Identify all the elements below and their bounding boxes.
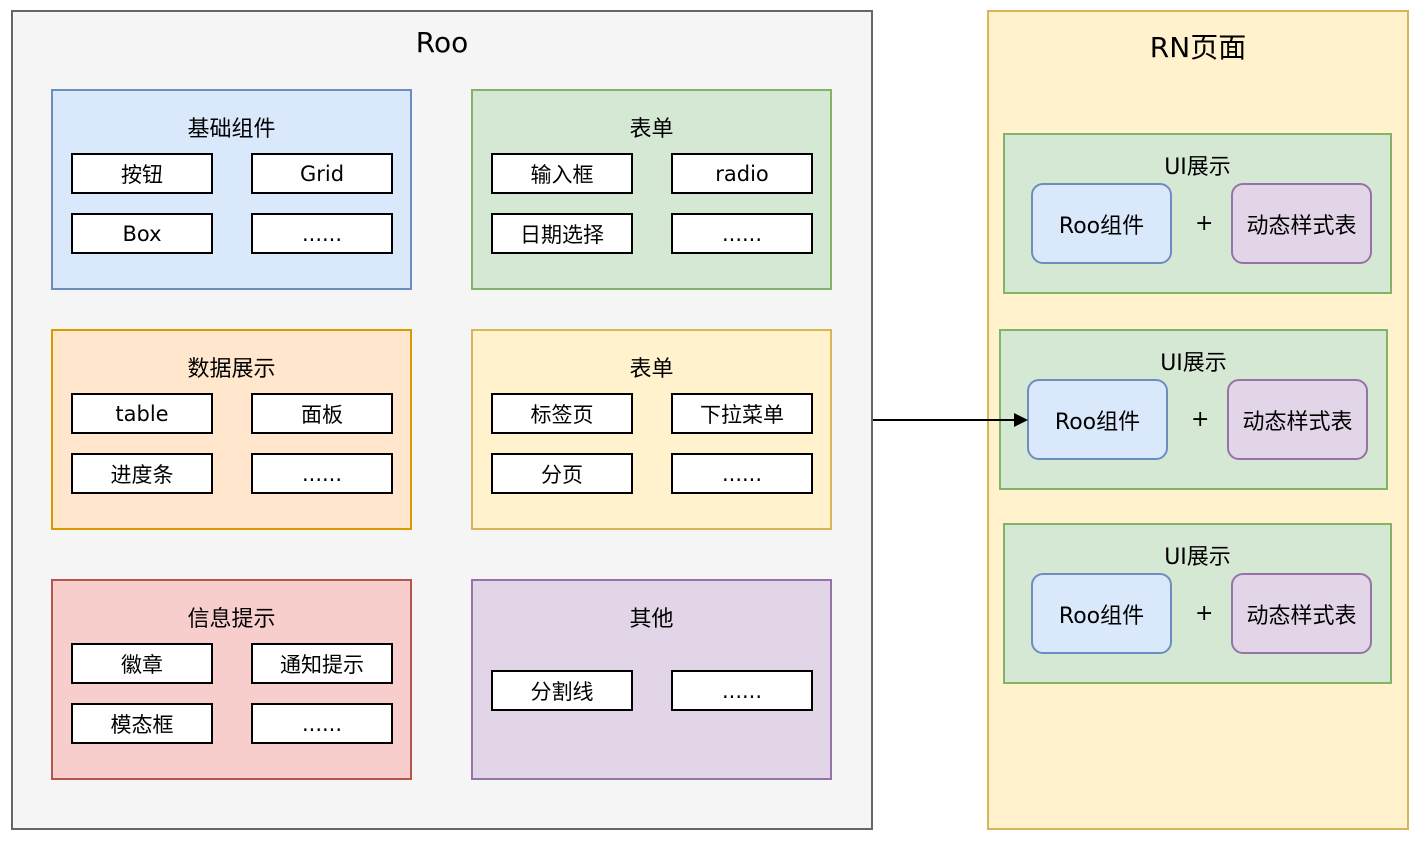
group-title: 表单 [629, 117, 674, 142]
dynamic-stylesheet-box: 动态样式表 [1227, 379, 1368, 460]
item-table: table [71, 393, 213, 434]
arrow-head [1014, 413, 1028, 427]
group-feedback: 信息提示 徽章 通知提示 模态框 ...... [51, 579, 412, 780]
item-input: 输入框 [491, 153, 633, 194]
ui-display-panel: UI展示 Roo组件 + 动态样式表 [1003, 133, 1392, 294]
item-grid: Grid [251, 153, 393, 194]
roo-title: Roo [415, 26, 469, 59]
group-form-navigation: 表单 标签页 下拉菜单 分页 ...... [471, 329, 832, 530]
item-more: ...... [251, 703, 393, 744]
group-basic-components: 基础组件 按钮 Grid Box ...... [51, 89, 412, 290]
item-notification: 通知提示 [251, 643, 393, 684]
item-divider: 分割线 [491, 670, 633, 711]
item-box: Box [71, 213, 213, 254]
roo-component-box: Roo组件 [1031, 183, 1172, 264]
item-more: ...... [251, 453, 393, 494]
roo-component-box: Roo组件 [1031, 573, 1172, 654]
item-pagination: 分页 [491, 453, 633, 494]
panel-title: UI展示 [1164, 545, 1231, 570]
group-title: 其他 [629, 607, 674, 632]
rn-page-title: RN页面 [1149, 31, 1247, 64]
item-badge: 徽章 [71, 643, 213, 684]
ui-display-panel: UI展示 Roo组件 + 动态样式表 [999, 329, 1388, 490]
item-more: ...... [671, 453, 813, 494]
ui-display-panel: UI展示 Roo组件 + 动态样式表 [1003, 523, 1392, 684]
plus-sign: + [1195, 211, 1214, 236]
dynamic-stylesheet-box: 动态样式表 [1231, 183, 1372, 264]
item-panel: 面板 [251, 393, 393, 434]
item-tabs: 标签页 [491, 393, 633, 434]
group-form: 表单 输入框 radio 日期选择 ...... [471, 89, 832, 290]
group-title: 信息提示 [187, 607, 276, 632]
item-more: ...... [671, 670, 813, 711]
group-title: 表单 [629, 357, 674, 382]
group-other: 其他 分割线 ...... [471, 579, 832, 780]
item-date-picker: 日期选择 [491, 213, 633, 254]
item-button: 按钮 [71, 153, 213, 194]
panel-title: UI展示 [1160, 351, 1227, 376]
group-data-display: 数据展示 table 面板 进度条 ...... [51, 329, 412, 530]
plus-sign: + [1191, 407, 1210, 432]
item-progress-bar: 进度条 [71, 453, 213, 494]
dynamic-stylesheet-box: 动态样式表 [1231, 573, 1372, 654]
group-title: 基础组件 [187, 117, 276, 142]
item-radio: radio [671, 153, 813, 194]
roo-component-box: Roo组件 [1027, 379, 1168, 460]
panel-title: UI展示 [1164, 155, 1231, 180]
group-title: 数据展示 [187, 357, 276, 382]
item-more: ...... [251, 213, 393, 254]
item-modal: 模态框 [71, 703, 213, 744]
item-dropdown-menu: 下拉菜单 [671, 393, 813, 434]
item-more: ...... [671, 213, 813, 254]
plus-sign: + [1195, 601, 1214, 626]
